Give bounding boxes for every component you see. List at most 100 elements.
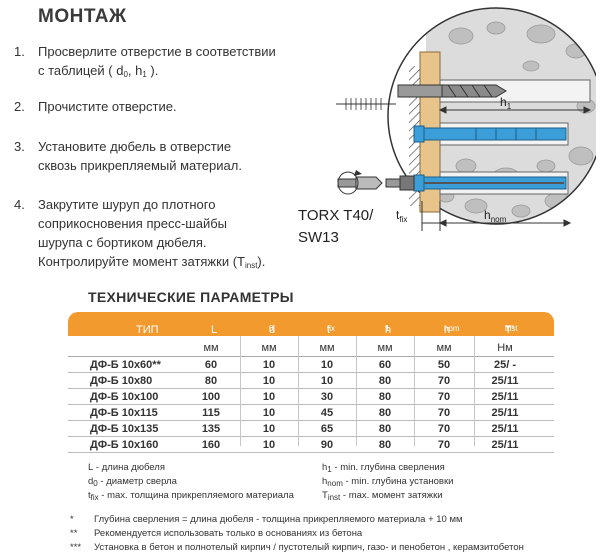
hnom-label: hnom (484, 208, 507, 224)
table-cell: 10 (262, 391, 276, 403)
column-divider (474, 336, 475, 446)
unit-cell: Нм (497, 342, 513, 354)
step-text: соприкосновения пресс-шайбы (38, 216, 228, 231)
table-cell: ДФ-Б 10х115 (90, 407, 158, 419)
torx-label: TORX T40/ (298, 207, 374, 224)
table-cell: 60 (378, 359, 392, 371)
h1-label: h1 (500, 95, 512, 111)
table-cell: 135 (201, 423, 221, 435)
table-cell: 10 (320, 359, 334, 371)
screwdriver-bit (337, 170, 383, 195)
table-cell: 25/11 (491, 375, 519, 387)
legend-item: tfix - max. толщина прикрепляемого матер… (88, 490, 294, 502)
table-cell: 25/11 (491, 439, 519, 451)
table-cell: ДФ-Б 10х60** (90, 359, 161, 371)
drill-bit (397, 84, 507, 98)
table-cell: ДФ-Б 10х160 (90, 439, 159, 451)
table-cell: 10 (262, 407, 276, 419)
table-row: ДФ-Б 10х115 115 10 45 80 70 25/11 (68, 405, 554, 421)
footnote: *Глубина сверления = длина дюбеля - толщ… (70, 514, 463, 525)
step-text: Установите дюбель в отверстие (38, 139, 232, 154)
table-cell: 10 (320, 375, 334, 387)
table-cell: 70 (437, 375, 451, 387)
table-cell: 70 (437, 391, 451, 403)
cleaning-brush (336, 98, 396, 110)
table-cell: 70 (437, 407, 451, 419)
step-text: Просверлите отверстие в соответствии (38, 44, 276, 59)
table-cell: 25/11 (491, 423, 519, 435)
table-cell: 80 (378, 423, 392, 435)
concrete-outline (387, 7, 596, 225)
table-cell: 90 (320, 439, 334, 451)
table-cell: ДФ-Б 10х135 (90, 423, 159, 435)
table-cell: 80 (378, 391, 392, 403)
table-cell: 60 (204, 359, 218, 371)
legend-item: d0 - диаметр сверла (88, 476, 177, 488)
table-cell: 10 (262, 439, 276, 451)
table-cell: 10 (262, 375, 276, 387)
page-title: МОНТАЖ (38, 6, 127, 27)
unit-cell: мм (436, 342, 452, 354)
unit-cell: мм (319, 342, 335, 354)
legend-item: h1 - min. глубина сверления (322, 462, 445, 474)
table-cell: 80 (204, 375, 218, 387)
table-cell: 160 (201, 439, 221, 451)
unit-cell: мм (261, 342, 277, 354)
table-cell: ДФ-Б 10х80 (90, 375, 153, 387)
step-text: Контролируйте момент затяжки (Tinst). (38, 254, 266, 270)
unit-cell: мм (377, 342, 393, 354)
units-row: мм мм мм мм мм Нм (68, 336, 554, 357)
column-divider (414, 336, 415, 446)
step-text: с таблицей ( d0, h1 ). (38, 63, 159, 79)
footnote: **Рекомендуется использовать только в ос… (70, 528, 363, 539)
table-cell: 115 (202, 407, 220, 419)
sw-label: SW13 (298, 229, 339, 246)
table-row: ДФ-Б 10х80 80 10 10 80 70 25/11 (68, 373, 554, 389)
table-cell: 10 (262, 359, 276, 371)
column-divider (240, 336, 241, 446)
installation-diagram: h1 hnom tfix TORX T40/ SW13 (298, 7, 596, 246)
step-text: Прочистите отверстие. (38, 99, 177, 114)
table-cell: 25/11 (491, 407, 519, 419)
table-cell: 25/ - (493, 359, 516, 371)
table-cell: 65 (320, 423, 334, 435)
step-text: сквозь прикрепляемый материал. (38, 158, 242, 173)
table-cell: 80 (378, 439, 392, 451)
table-cell: 80 (378, 407, 392, 419)
table-row: ДФ-Б 10х135 135 10 65 80 70 25/11 (68, 421, 554, 437)
step-number: 2. (14, 99, 25, 114)
legend-item: hnom - min. глубина установки (322, 476, 454, 488)
table-cell: 70 (437, 423, 451, 435)
legend-item: Tinst - max. момент затяжки (322, 490, 443, 502)
dowel-inserted (413, 125, 567, 143)
table-cell: 50 (437, 359, 451, 371)
dowel-with-screw (385, 174, 567, 192)
step-text: Закрутите шуруп до плотного (38, 197, 216, 212)
concrete-base (426, 8, 596, 224)
table-cell: 100 (201, 391, 221, 403)
footnote: ***Установка в бетон и полнотелый кирпич… (70, 542, 524, 553)
legend-item: L - длина дюбеля (88, 462, 165, 473)
table-cell: 10 (262, 423, 276, 435)
table-cell: 80 (378, 375, 392, 387)
step-text: шурупа с бортиком дюбеля. (38, 235, 207, 250)
section-title: ТЕХНИЧЕСКИЕ ПАРАМЕТРЫ (88, 289, 294, 305)
step-number: 3. (14, 139, 25, 154)
dimension-lines (421, 106, 592, 231)
table-row: ДФ-Б 10х160 160 10 90 80 70 25/11 (68, 437, 554, 453)
unit-cell: мм (203, 342, 219, 354)
tfix-label: tfix (396, 208, 407, 224)
table-cell: 70 (437, 439, 451, 451)
table-cell: 25/11 (491, 391, 519, 403)
step-number: 4. (14, 197, 25, 212)
table-cell: 30 (320, 391, 334, 403)
table-row: ДФ-Б 10х100 100 10 30 80 70 25/11 (68, 389, 554, 405)
column-divider (298, 336, 299, 446)
table-row: ДФ-Б 10х60** 60 10 10 60 50 25/ - (68, 357, 554, 373)
column-divider (356, 336, 357, 446)
table-cell: ДФ-Б 10х100 (90, 391, 159, 403)
table-cell: 45 (320, 407, 334, 419)
step-number: 1. (14, 44, 25, 59)
